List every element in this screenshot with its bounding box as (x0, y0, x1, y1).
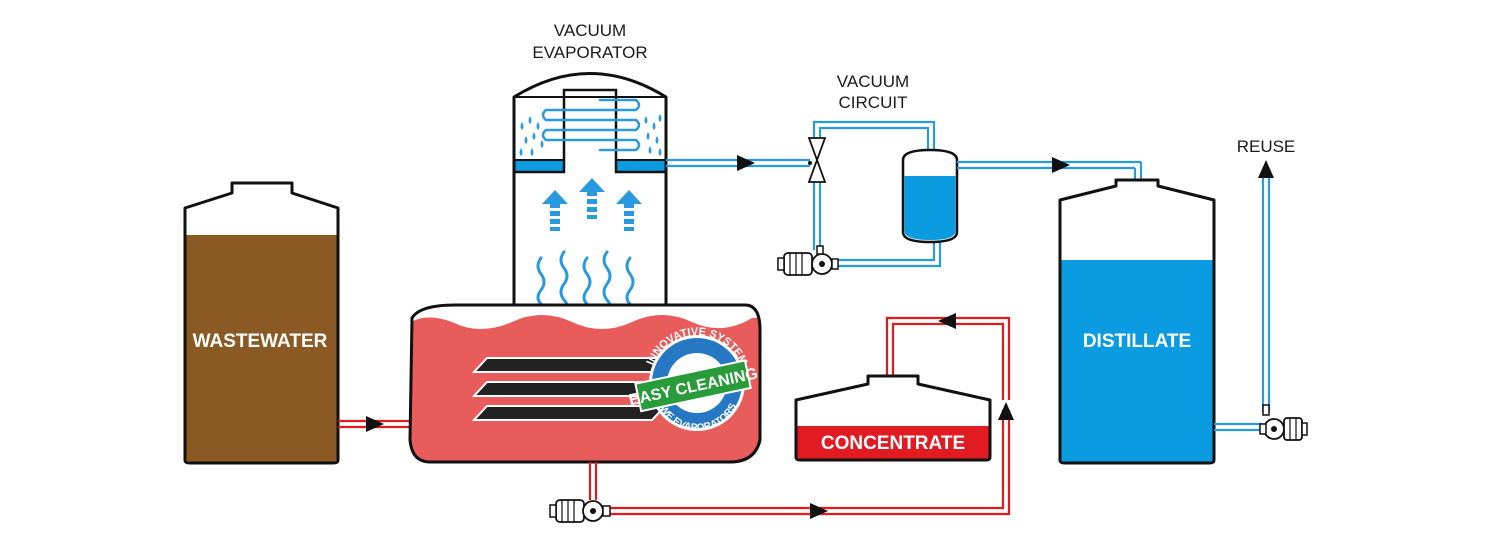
evaporator-boiler: INNOVATIVE SYSTEM IWE EVAPORATORS EASY C… (408, 303, 762, 464)
vacuum-circuit (777, 120, 959, 276)
distillate-liquid (1061, 260, 1213, 462)
vacuum-evaporator-label-line2: EVAPORATOR (532, 43, 647, 62)
concentrate-flow-arrow-top (938, 313, 956, 329)
vapor-pipe (666, 155, 810, 171)
evaporator-column (512, 72, 668, 314)
reuse-flow-arrow (1258, 160, 1274, 178)
wastewater-label: WASTEWATER (193, 331, 328, 352)
reuse-line (1214, 160, 1308, 441)
heating-plates (471, 357, 668, 421)
distillate-pipe (957, 157, 1143, 184)
feed-flow-arrow (366, 416, 384, 432)
condensate-droplets-right (644, 114, 662, 156)
vapor-up-arrows (542, 178, 642, 231)
reuse-label: REUSE (1237, 137, 1296, 156)
concentrate-line (549, 313, 1014, 523)
easy-cleaning-badge: INNOVATIVE SYSTEM IWE EVAPORATORS EASY C… (627, 326, 759, 434)
separator-vessel (901, 148, 959, 244)
distillate-tank: DISTILLATE (1058, 178, 1216, 465)
concentrate-label: CONCENTRATE (821, 433, 965, 454)
vacuum-circuit-label-line2: CIRCUIT (839, 93, 908, 112)
wastewater-tank: WASTEWATER (183, 181, 340, 465)
feed-pipe (338, 416, 410, 432)
concentrate-liquid (797, 426, 989, 459)
concentrate-flow-arrow-up (998, 402, 1014, 420)
vapor-flow-arrow (737, 155, 755, 171)
concentrate-pump (549, 499, 611, 523)
reuse-pump (1259, 404, 1308, 441)
condenser-coil (541, 98, 641, 152)
ejector-valve (807, 137, 827, 183)
vacuum-circuit-label-line1: VACUUM (837, 72, 909, 91)
concentrate-tank: CONCENTRATE (794, 374, 992, 462)
vacuum-pump (777, 245, 839, 276)
vacuum-evaporator-label-line1: VACUUM (554, 21, 626, 40)
distillate-label: DISTILLATE (1083, 331, 1191, 352)
concentrate-flow-arrow-bottom (810, 503, 828, 519)
wastewater-liquid (186, 235, 337, 462)
distillate-flow-arrow (1052, 157, 1070, 173)
condensate-droplets-left (519, 116, 544, 156)
